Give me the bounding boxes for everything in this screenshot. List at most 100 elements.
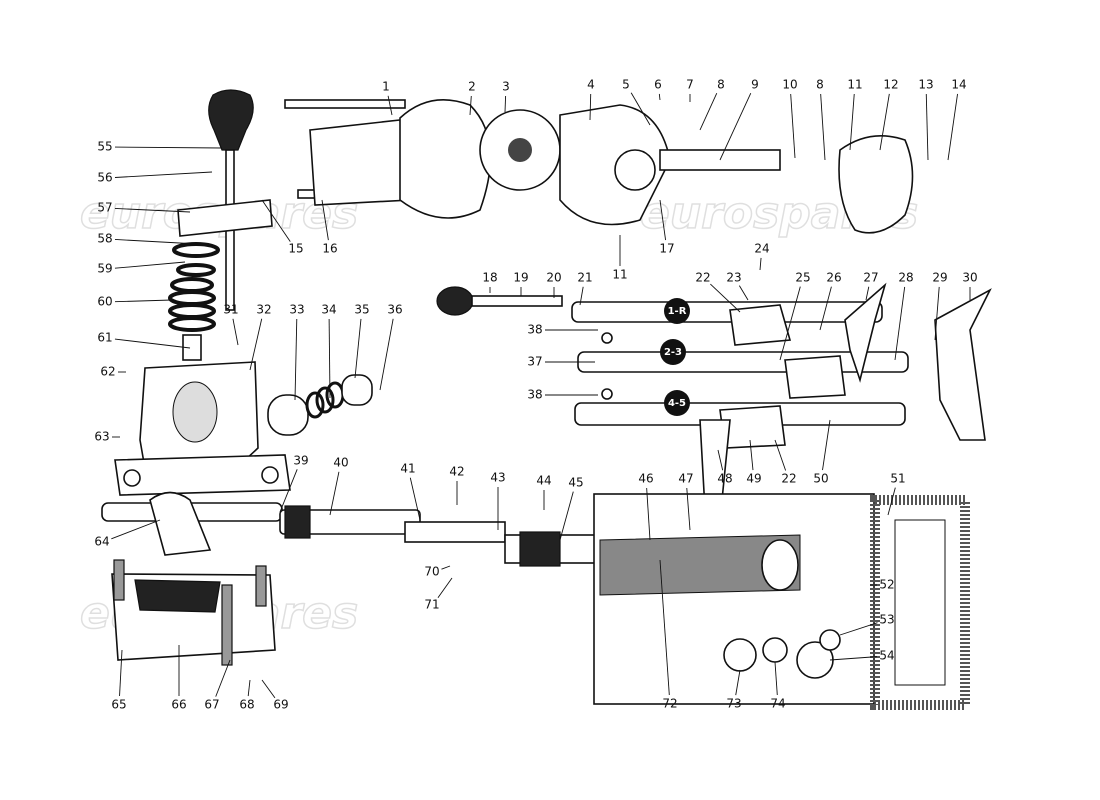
leader-line: [114, 146, 223, 149]
leader-line: [947, 93, 958, 161]
leader-line: [925, 93, 929, 161]
leader-line: [894, 286, 906, 361]
leader-line: [114, 261, 186, 269]
part-number-label: 64: [94, 535, 109, 549]
part-number-label: 10: [782, 78, 797, 92]
part-number-label: 39: [293, 454, 308, 468]
part-number-label: 55: [97, 140, 112, 154]
leader-line: [329, 471, 340, 516]
part-number-label: 21: [577, 271, 592, 285]
part-number-label: 32: [256, 303, 271, 317]
leader-line: [294, 318, 298, 401]
part-number-label: 61: [97, 331, 112, 345]
part-number-label: 22: [781, 472, 796, 486]
leader-line: [261, 199, 291, 242]
leader-line: [114, 171, 213, 178]
part-number-label: 27: [863, 271, 878, 285]
part-number-label: 6: [654, 78, 662, 92]
leader-line: [820, 93, 826, 161]
part-number-label: 54: [879, 649, 894, 663]
gear-badge-1-r: 1-R: [668, 306, 687, 317]
leader-line: [849, 93, 855, 151]
leader-line: [437, 577, 453, 599]
leader-line: [839, 622, 878, 636]
leader-line: [659, 559, 670, 696]
leader-line: [646, 487, 651, 541]
part-number-label: 29: [932, 271, 947, 285]
gear-badge-4-5: 4-5: [668, 398, 686, 409]
leader-line: [114, 299, 173, 303]
leader-line: [710, 283, 741, 313]
leader-line: [630, 92, 651, 126]
leader-line: [279, 469, 298, 513]
part-number-label: 68: [239, 698, 254, 712]
part-number-label: 67: [204, 698, 219, 712]
part-number-label: 59: [97, 262, 112, 276]
leader-line: [111, 519, 161, 540]
leader-line: [774, 439, 787, 471]
leader-line: [749, 439, 754, 471]
part-number-label: 66: [171, 698, 186, 712]
part-number-label: 43: [490, 471, 505, 485]
leader-line: [114, 338, 191, 349]
part-number-label: 19: [513, 271, 528, 285]
leader-line: [759, 257, 762, 271]
leader-line: [589, 93, 592, 121]
part-number-label: 70: [424, 565, 439, 579]
selector-shaft: [101, 491, 626, 567]
part-number-label: 22: [695, 271, 710, 285]
part-number-label: 23: [726, 271, 741, 285]
leader-line: [774, 661, 778, 696]
leader-line: [686, 487, 691, 531]
part-number-label: 28: [898, 271, 913, 285]
part-number-label: 52: [879, 578, 894, 592]
part-number-label: 50: [813, 472, 828, 486]
part-number-label: 20: [546, 271, 561, 285]
part-number-label: 37: [527, 355, 542, 369]
leader-line: [249, 318, 263, 371]
leader-line: [469, 95, 472, 116]
part-number-label: 41: [400, 462, 415, 476]
part-number-label: 73: [726, 697, 741, 711]
part-number-label: 63: [94, 430, 109, 444]
part-number-label: 2: [468, 80, 476, 94]
leader-line: [779, 286, 801, 361]
cover-plate: [593, 493, 970, 710]
gear-badges: 1-R 2-3 4-5: [660, 298, 690, 416]
shifter-housing: [111, 361, 291, 666]
part-number-label: 31: [223, 303, 238, 317]
part-number-label: 48: [717, 472, 732, 486]
part-number-label: 17: [659, 242, 674, 256]
part-number-label: 3: [502, 80, 510, 94]
leader-line: [865, 286, 870, 301]
gear-lever: [168, 89, 273, 361]
leader-lines: [111, 92, 971, 699]
part-number-label: 35: [354, 303, 369, 317]
leader-line: [735, 669, 741, 696]
leader-line: [879, 93, 890, 151]
part-number-label: 25: [795, 271, 810, 285]
part-number-label: 9: [751, 78, 759, 92]
part-number-label: 51: [890, 472, 905, 486]
part-number-label: 11: [612, 268, 627, 282]
part-number-label: 11: [847, 78, 862, 92]
selector-rods: [267, 282, 992, 522]
part-number-label: 30: [962, 271, 977, 285]
part-number-label: 34: [321, 303, 336, 317]
part-number-label: 58: [97, 232, 112, 246]
leader-line: [579, 286, 584, 306]
leader-line: [215, 659, 231, 697]
leader-line: [114, 207, 191, 213]
part-number-label: 1: [382, 80, 390, 94]
part-number-label: 7: [686, 78, 694, 92]
leader-line: [717, 449, 724, 471]
leader-line: [321, 199, 329, 241]
leader-line: [719, 92, 752, 161]
part-number-label: 45: [568, 476, 583, 490]
part-number-label: 74: [770, 697, 785, 711]
part-number-label: 60: [97, 295, 112, 309]
part-number-label: 5: [622, 78, 630, 92]
